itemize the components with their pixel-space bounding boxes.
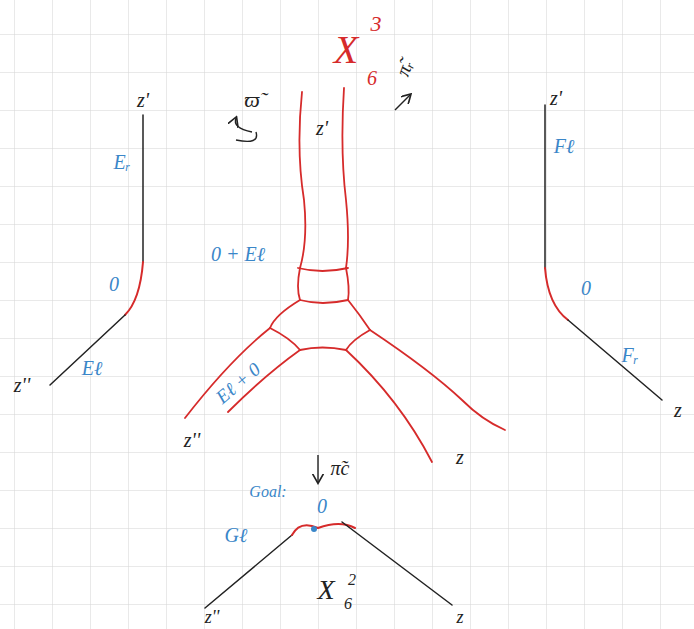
vertex-label: z xyxy=(674,400,682,420)
center-surface xyxy=(185,88,505,462)
edge-label: 0 xyxy=(317,496,327,516)
vertex-label: z' xyxy=(550,88,562,108)
map-arrows xyxy=(235,95,410,482)
map-label: π̃c xyxy=(331,458,350,478)
vertex-label: z xyxy=(456,608,463,626)
superscript: 3 xyxy=(371,13,382,35)
vertex-label: z'' xyxy=(205,608,220,626)
bottom-graph xyxy=(205,522,452,608)
edge-label: Eᵣ xyxy=(113,152,130,172)
vertex-label: z' xyxy=(316,118,328,138)
space-name: X xyxy=(334,30,358,70)
vertex-label: z'' xyxy=(14,375,30,395)
vertex-label: z' xyxy=(137,90,149,110)
left-graph xyxy=(50,115,143,385)
edge-label: 0 + Eℓ xyxy=(211,244,265,264)
space-name: X xyxy=(317,576,334,604)
edge-label: Fℓ xyxy=(554,136,575,156)
superscript: 2 xyxy=(348,572,356,588)
map-label: ϖ̃ xyxy=(244,89,260,111)
vertex-label: z xyxy=(456,447,464,467)
edge-label: Fᵣ xyxy=(621,345,638,365)
edge-label: Gℓ xyxy=(225,525,248,545)
edge-label: Eℓ xyxy=(82,358,103,378)
subscript: 6 xyxy=(367,68,377,88)
edge-label: 0 xyxy=(581,278,591,298)
edge-label: 0 xyxy=(109,274,119,294)
note: Goal: xyxy=(249,484,286,500)
subscript: 6 xyxy=(344,596,352,612)
vertex-label: z'' xyxy=(184,430,200,450)
right-graph xyxy=(545,105,662,400)
